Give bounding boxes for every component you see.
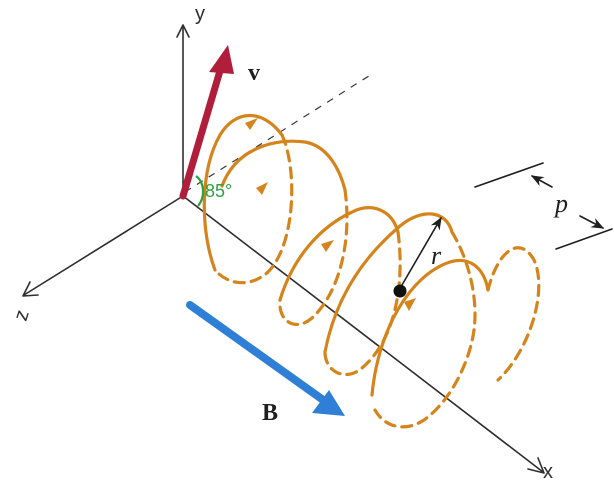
- z-axis-arrowhead: [22, 281, 39, 297]
- helix-path: [202, 113, 541, 429]
- helix-turn-4-back: [486, 246, 541, 382]
- pitch-tick-left: [474, 162, 544, 188]
- helix-turn-3-front: [278, 206, 400, 302]
- velocity-arrow-shaft: [179, 60, 226, 200]
- y-axis-label: y: [195, 3, 205, 25]
- y-axis: y: [176, 3, 205, 197]
- magnetic-field-vector: B: [186, 301, 345, 426]
- helix-turn-3-back: [323, 230, 402, 377]
- field-arrow-shaft: [186, 301, 330, 406]
- radius-line: [401, 216, 442, 286]
- helix-turn-2-back: [278, 188, 349, 326]
- y-axis-arrowhead: [176, 24, 190, 38]
- reference-dashed-line: [184, 73, 373, 193]
- pitch-indicator: p: [474, 162, 613, 250]
- pitch-tick-right: [555, 228, 613, 250]
- helix-turn-1-front: [202, 113, 284, 272]
- x-axis-label: x: [543, 461, 553, 483]
- z-axis-line: [23, 195, 184, 296]
- angle-label: 85°: [205, 181, 232, 201]
- x-axis-line: [182, 195, 544, 473]
- z-axis-label: z: [10, 307, 34, 323]
- velocity-arrow-icon: [209, 45, 234, 74]
- field-arrow-icon: [312, 390, 345, 416]
- x-axis-arrowhead: [527, 457, 545, 474]
- velocity-vector: v: [179, 45, 260, 200]
- radius-label: r: [431, 241, 442, 270]
- pitch-arrow-left: [530, 175, 553, 188]
- radius-indicator: r: [393, 216, 442, 298]
- helix-direction-markers: [245, 118, 416, 311]
- helix-turn-4-back-a: [450, 230, 477, 332]
- pitch-label: p: [553, 189, 568, 218]
- helix-turn-2-front: [220, 139, 347, 192]
- helix-turn-3b-front: [323, 212, 454, 354]
- helix-turn-4-front: [370, 258, 490, 397]
- helix-turn-1-back: [213, 133, 294, 285]
- direction-arrow-icon: [404, 298, 416, 311]
- direction-arrow-icon: [245, 118, 258, 130]
- direction-arrow-icon: [256, 182, 268, 195]
- pitch-arrow-right: [579, 215, 605, 229]
- angle-marker: 85°: [195, 175, 232, 207]
- velocity-label: v: [248, 60, 260, 86]
- z-axis: z: [10, 195, 184, 324]
- x-axis: x: [182, 195, 553, 483]
- center-point: [393, 284, 407, 298]
- direction-arrow-icon: [321, 240, 334, 252]
- helix-turn-4-back-b: [373, 328, 476, 429]
- angle-arc: [195, 175, 205, 207]
- field-label: B: [262, 400, 278, 426]
